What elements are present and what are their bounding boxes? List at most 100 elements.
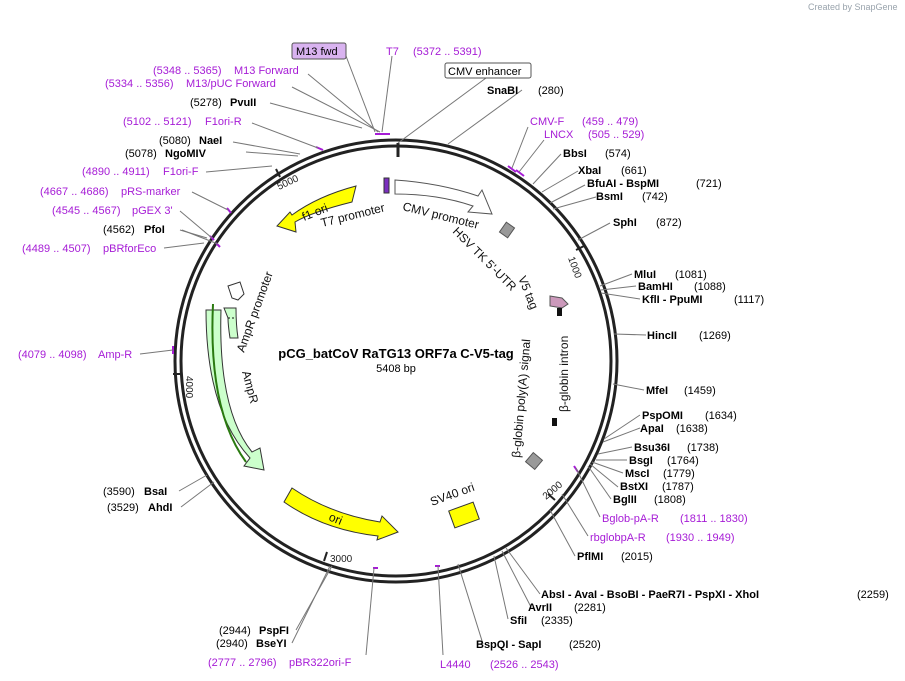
- site-pspfi-pos: (2944): [219, 625, 251, 637]
- site-kfli-name: KflI - PpuMI: [642, 294, 703, 306]
- primer-ampr-range: (4079 .. 4098): [18, 349, 87, 361]
- site-bglii-pos: (1808): [654, 494, 686, 506]
- site-bamhi-pos: (1088): [694, 281, 726, 293]
- site-ngomiv-name: NgoMIV: [165, 148, 207, 160]
- site-mfei-name: MfeI: [646, 385, 668, 397]
- primer-mark-cmv-f: [507, 165, 517, 173]
- primer-prs-range: (4667 .. 4686): [40, 186, 109, 198]
- primer-l4440-range: (2526 .. 2543): [490, 659, 559, 671]
- site-bsmi-pos: (742): [642, 191, 668, 203]
- site-sfii-name: SfiI: [510, 615, 527, 627]
- site-bbsi-pos: (574): [605, 148, 631, 160]
- site-pflmi-name: PflMI: [577, 551, 603, 563]
- site-bsmi-name: BsmI: [596, 191, 623, 203]
- tick-1000: [575, 245, 585, 251]
- primer-m13-forward-range: (5348 .. 5365): [153, 65, 222, 77]
- ampr-promoter-arrow: [227, 281, 245, 301]
- primer-labels: T7 (5372 .. 5391) (5348 .. 5365) M13 For…: [18, 46, 748, 671]
- primer-pbr322-name: pBR322ori-F: [289, 657, 352, 669]
- site-bseyi-pos: (2940): [216, 638, 248, 650]
- site-mlui-name: MluI: [634, 269, 656, 281]
- site-pfoi-name: PfoI: [144, 224, 165, 236]
- site-naei-pos: (5080): [159, 135, 191, 147]
- cmv-enhancer-label: CMV enhancer: [448, 66, 522, 78]
- site-pvuii-name: PvuII: [230, 97, 256, 109]
- site-apai-name: ApaI: [640, 423, 664, 435]
- primer-m13-forward-name: M13 Forward: [234, 65, 299, 77]
- site-avrii-pos: (2281): [574, 602, 606, 614]
- ampr-promoter-box: [223, 307, 239, 339]
- site-pspfi-name: PspFI: [259, 625, 289, 637]
- site-bsgi-name: BsgI: [629, 455, 653, 467]
- primer-bglob-name: Bglob-pA-R: [602, 513, 659, 525]
- primer-pgex-name: pGEX 3': [132, 205, 173, 217]
- snapgene-logo: Created by SnapGene: [808, 2, 898, 12]
- site-sphi-name: SphI: [613, 217, 637, 229]
- site-mlui-pos: (1081): [675, 269, 707, 281]
- site-bsai-pos: (3590): [103, 486, 135, 498]
- primer-ampr-name: Amp-R: [98, 349, 132, 361]
- site-sfii-pos: (2335): [541, 615, 573, 627]
- sv40-ori-box: [448, 501, 480, 529]
- f1-ori-arrow: [276, 185, 357, 233]
- primer-l4440-name: L4440: [440, 659, 471, 671]
- primer-rbglob-name: rbglobpA-R: [590, 532, 646, 544]
- primer-m13-puc-range: (5334 .. 5356): [105, 78, 174, 90]
- tick-marks: 1000 2000 3000 4000 5000: [173, 143, 585, 565]
- primer-lncx-name: LNCX: [544, 129, 574, 141]
- site-snabi-pos: (280): [538, 85, 564, 97]
- primer-f1ori-f-name: F1ori-F: [163, 166, 199, 178]
- site-hincii-pos: (1269): [699, 330, 731, 342]
- site-ngomiv-pos: (5078): [125, 148, 157, 160]
- polya-box: [524, 451, 544, 471]
- site-ahdi-pos: (3529): [107, 502, 139, 514]
- site-bseyi-name: BseYI: [256, 638, 287, 650]
- tick-5000: [275, 168, 281, 178]
- ampr-label: AmpR: [239, 369, 261, 405]
- boxed-label-m13-fwd[interactable]: M13 fwd: [291, 42, 347, 60]
- site-bfuai-name: BfuAI - BspMI: [587, 178, 659, 190]
- site-snabi-name: SnaBI: [487, 85, 518, 97]
- watermark-text: Created by SnapGene: [808, 2, 898, 12]
- primer-lncx-range: (505 .. 529): [588, 129, 644, 141]
- plasmid-title: pCG_batCoV RaTG13 ORF7a C-V5-tag 5408 bp: [278, 346, 514, 375]
- plasmid-size: 5408 bp: [376, 363, 416, 375]
- primer-mark-f1ori-f: [226, 207, 232, 214]
- v5-stop-mark: [557, 308, 562, 316]
- site-msci-name: MscI: [625, 468, 649, 480]
- primer-pbrforeco-name: pBRforEco: [103, 243, 156, 255]
- site-avrii-name: AvrII: [528, 602, 552, 614]
- primer-mark-lncx: [515, 169, 525, 177]
- ampr-orf-line: [211, 303, 247, 463]
- primer-pbr322-range: (2777 .. 2796): [208, 657, 277, 669]
- site-pvuii-pos: (5278): [190, 97, 222, 109]
- primer-t7-range: (5372 .. 5391): [413, 46, 482, 58]
- boxed-label-cmv-enhancer[interactable]: CMV enhancer: [444, 62, 532, 79]
- site-xbai-pos: (661): [621, 165, 647, 177]
- primer-prs-name: pRS-marker: [121, 186, 181, 198]
- site-bspqi-name: BspQI - SapI: [476, 639, 541, 651]
- site-mfei-pos: (1459): [684, 385, 716, 397]
- site-bsu36i-name: Bsu36I: [634, 442, 670, 454]
- plasmid-name: pCG_batCoV RaTG13 ORF7a C-V5-tag: [278, 346, 514, 361]
- site-bspqi-pos: (2520): [569, 639, 601, 651]
- primer-rbglob-range: (1930 .. 1949): [666, 532, 735, 544]
- site-sphi-pos: (872): [656, 217, 682, 229]
- v5-tag-label: V5 tag: [515, 274, 541, 311]
- site-bstxi-name: BstXI: [620, 481, 648, 493]
- site-ahdi-name: AhdI: [148, 502, 172, 514]
- ori-label: ori: [327, 510, 345, 528]
- tick-label-3000: 3000: [330, 554, 353, 565]
- m13-fwd-label: M13 fwd: [296, 46, 338, 58]
- site-pfoi-pos: (4562): [103, 224, 135, 236]
- site-bsai-name: BsaI: [144, 486, 167, 498]
- bglobin-intron-label: β-globin intron: [557, 336, 571, 412]
- primer-pgex-range: (4545 .. 4567): [52, 205, 121, 217]
- primer-m13-puc-name: M13/pUC Forward: [186, 78, 276, 90]
- primer-f1ori-r-range: (5102 .. 5121): [123, 116, 192, 128]
- site-labels: (5278) PvuII (5080) NaeI (5078) NgoMIV (…: [103, 85, 889, 651]
- site-bbsi-name: BbsI: [563, 148, 587, 160]
- primer-t7-name: T7: [386, 46, 399, 58]
- site-bglii-name: BglII: [613, 494, 637, 506]
